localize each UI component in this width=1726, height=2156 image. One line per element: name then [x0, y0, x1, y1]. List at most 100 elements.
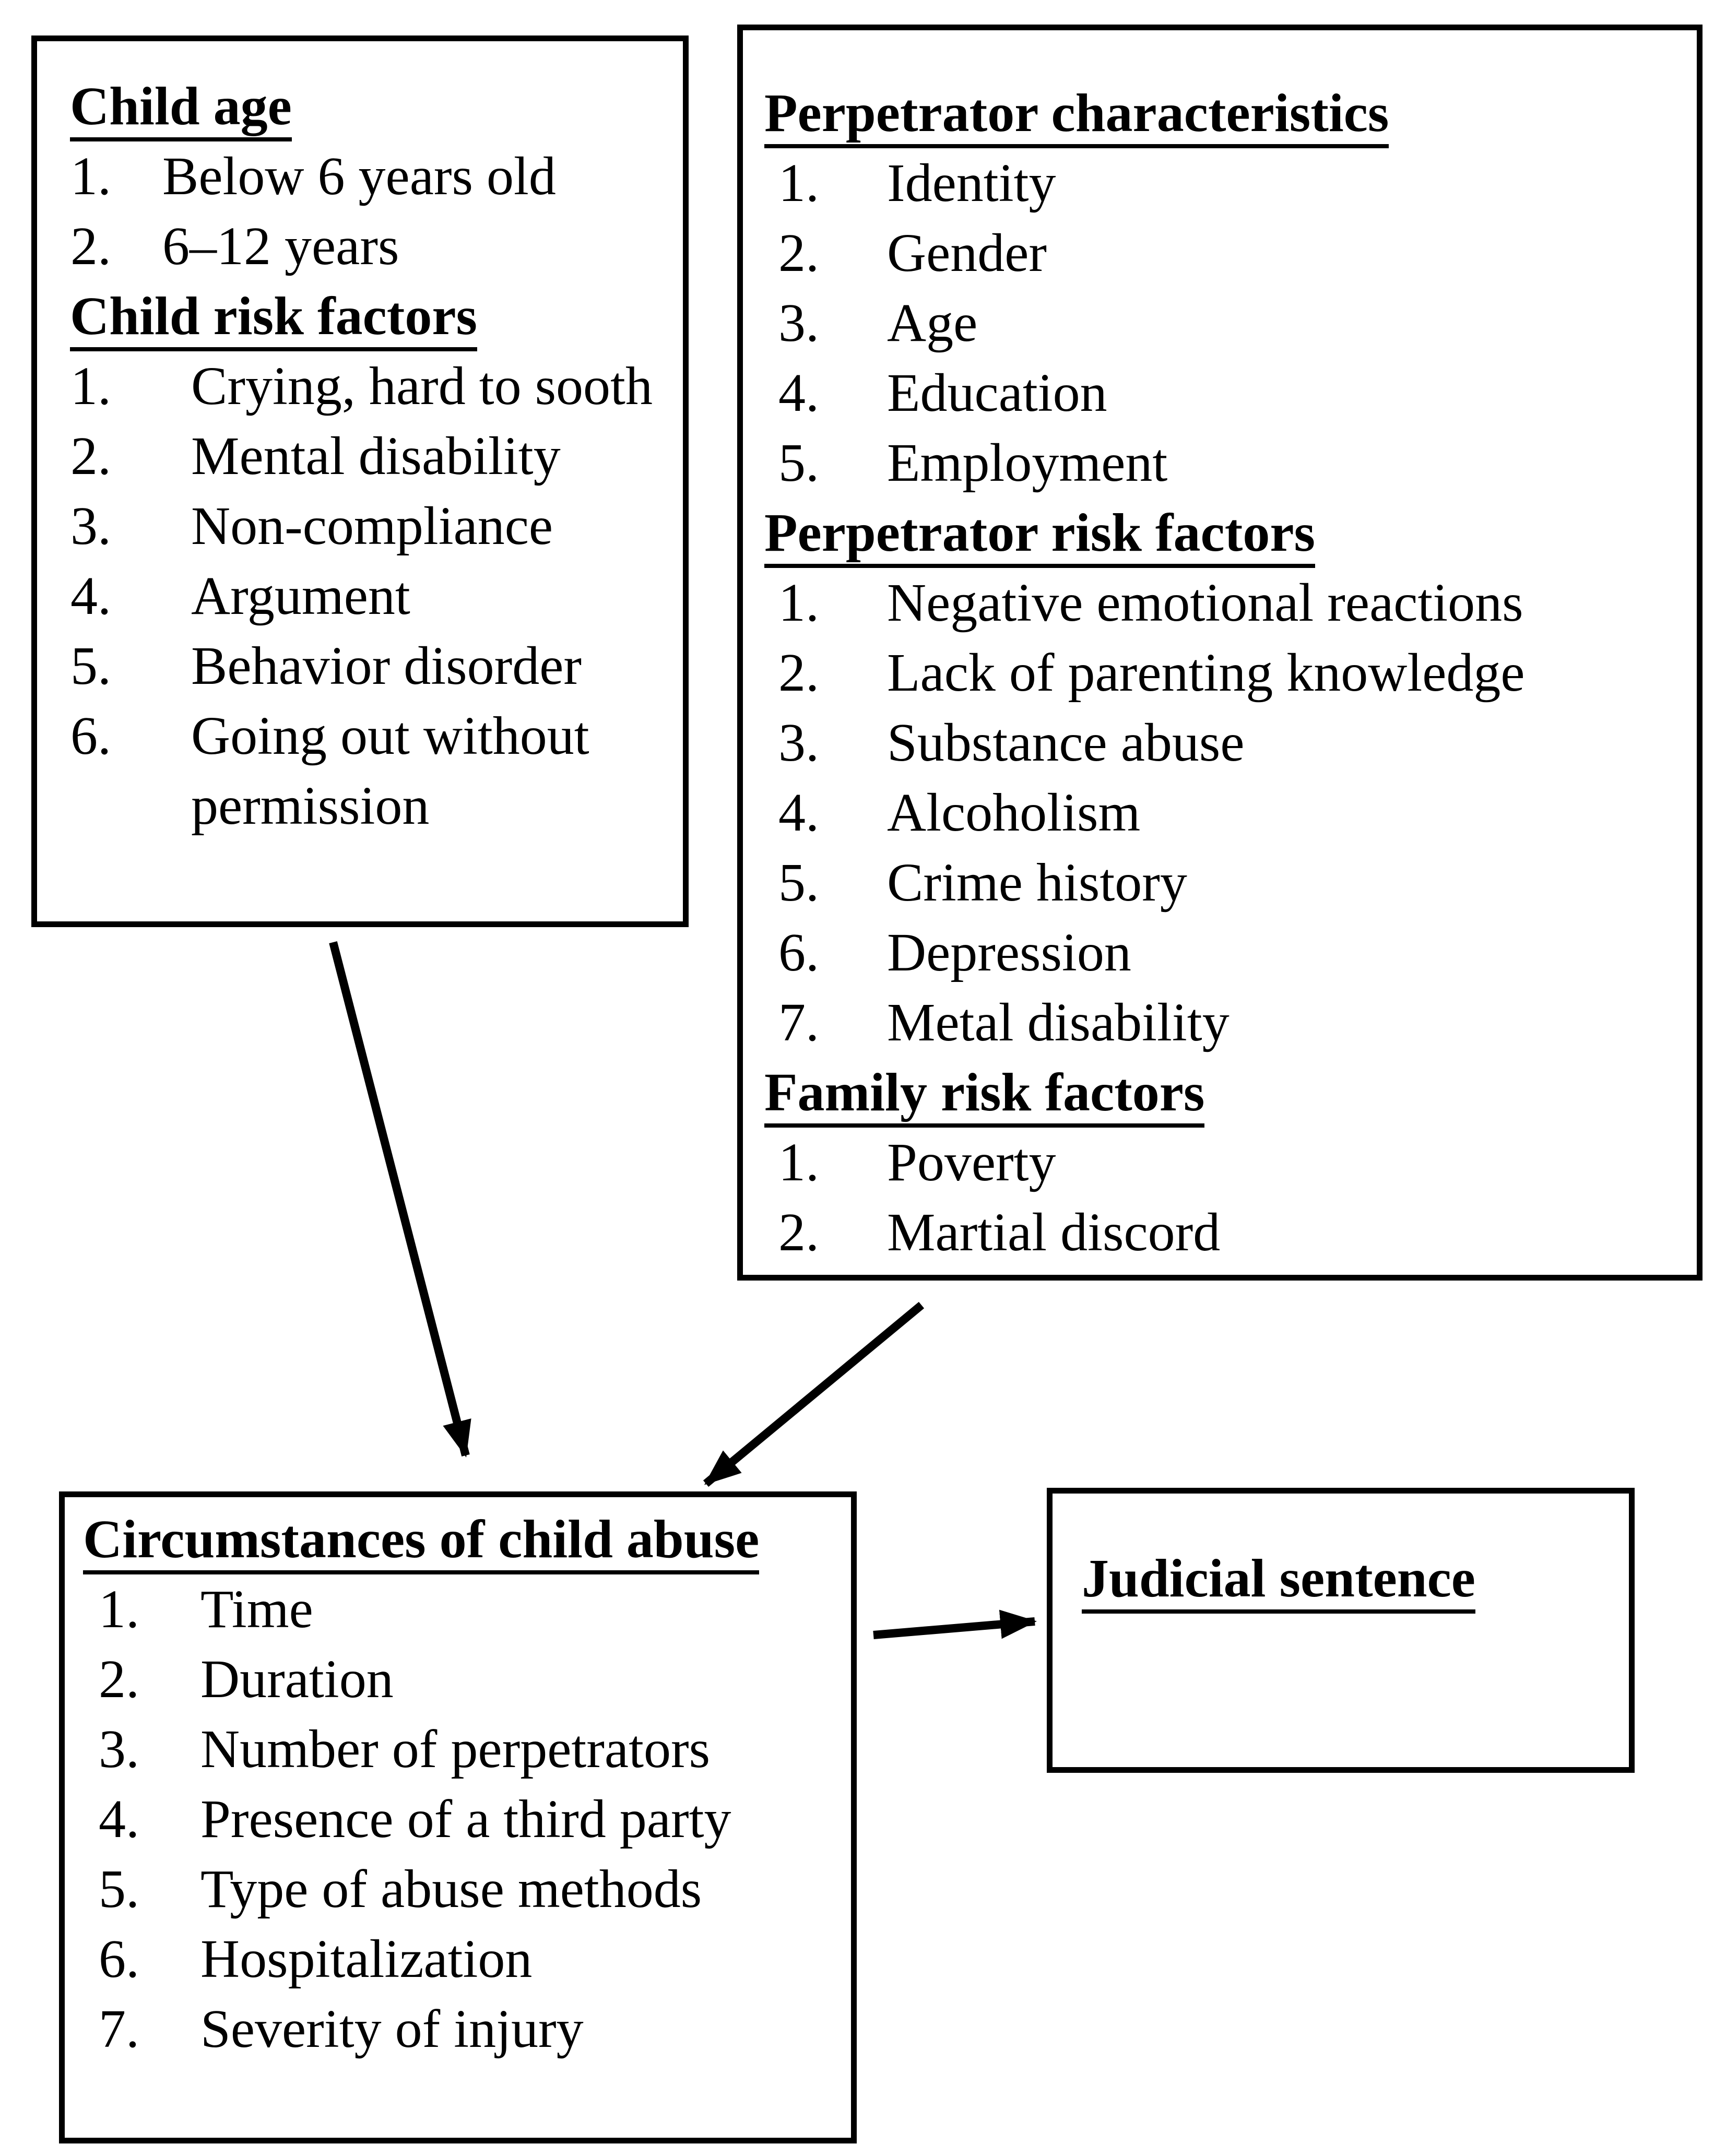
item-label: Employment — [887, 433, 1168, 493]
item-label: Age — [887, 293, 978, 353]
box-judicial-sections: Judicial sentence — [1053, 1544, 1629, 1614]
item-label: Identity — [887, 153, 1056, 213]
item-label: 6–12 years — [162, 216, 399, 276]
list-item: 2. 6–12 years — [37, 211, 683, 281]
arrow-perpetrator-to-circumstances — [703, 1301, 925, 1487]
item-label: Mental disability — [191, 426, 561, 486]
item-number: 7. — [99, 1999, 139, 2059]
item-label: Metal disability — [887, 992, 1230, 1052]
item-number: 3. — [778, 713, 819, 773]
item-number: 4. — [778, 363, 819, 423]
list-item: 1. Below 6 years old — [37, 141, 683, 211]
item-number: 6. — [99, 1929, 139, 1989]
section: Judicial sentence — [1053, 1544, 1629, 1614]
list-item: 5. Type of abuse methods — [65, 1854, 851, 1924]
list-item: 2. Lack of parenting knowledge — [743, 638, 1697, 708]
section-heading: Child risk factors — [70, 281, 683, 351]
section: Circumstances of child abuse 1. Time 2. … — [65, 1505, 851, 2064]
item-number: 3. — [70, 496, 111, 556]
item-label: Gender — [887, 223, 1047, 283]
item-label: Poverty — [887, 1132, 1056, 1192]
item-number: 3. — [778, 293, 819, 353]
item-number: 1. — [99, 1579, 139, 1639]
item-label: Alcoholism — [887, 783, 1141, 843]
item-number: 4. — [70, 566, 111, 626]
arrow-child-to-circumstances — [329, 941, 471, 1458]
list-item: 4. Presence of a third party — [65, 1784, 851, 1854]
section-heading: Family risk factors — [764, 1058, 1697, 1128]
item-number: 6. — [778, 922, 819, 982]
item-label: Crime history — [887, 852, 1187, 913]
item-number: 1. — [778, 153, 819, 213]
box-judicial-sentence: Judicial sentence — [1047, 1488, 1635, 1773]
list-item: 3. Age — [743, 288, 1697, 358]
list-item: 1. Crying, hard to sooth — [37, 351, 683, 421]
section: Family risk factors 1. Poverty 2. Martia… — [743, 1058, 1697, 1267]
item-label: Crying, hard to sooth — [191, 356, 653, 416]
item-number: 5. — [70, 636, 111, 696]
list-item: 6. Depression — [743, 918, 1697, 988]
item-label: Below 6 years old — [162, 146, 556, 206]
item-number: 4. — [99, 1789, 139, 1849]
item-label: Lack of parenting knowledge — [887, 643, 1525, 703]
box-perpetrator-factors: Perpetrator characteristics 1. Identity … — [737, 25, 1703, 1281]
item-number: 2. — [778, 643, 819, 703]
item-label: Time — [200, 1579, 313, 1639]
item-number: 1. — [778, 573, 819, 633]
item-label: Non-compliance — [191, 496, 553, 556]
box-child-factors: Child age 1. Below 6 years old 2. 6–12 y… — [31, 35, 689, 927]
item-label: Presence of a third party — [200, 1789, 731, 1849]
item-number: 2. — [778, 1202, 819, 1262]
item-label: Martial discord — [887, 1202, 1221, 1262]
list-item: 5. Behavior disorder — [37, 631, 683, 701]
list-item: 1. Time — [65, 1574, 851, 1644]
item-label: Duration — [200, 1649, 394, 1709]
item-label: Depression — [887, 922, 1131, 982]
item-label: Behavior disorder — [191, 636, 582, 696]
list-item: 4. Education — [743, 358, 1697, 428]
item-label: Type of abuse methods — [200, 1859, 702, 1919]
item-number: 3. — [99, 1719, 139, 1779]
list-item: 1. Negative emotional reactions — [743, 568, 1697, 638]
section: Child risk factors 1. Crying, hard to so… — [37, 281, 683, 841]
item-number: 2. — [778, 223, 819, 283]
item-number: 1. — [70, 146, 111, 206]
section: Child age 1. Below 6 years old 2. 6–12 y… — [37, 72, 683, 281]
list-item: 1. Poverty — [743, 1128, 1697, 1198]
list-item: 6. Going out without permission — [37, 701, 683, 841]
list-item: 2. Mental disability — [37, 421, 683, 491]
list-item: 4. Alcoholism — [743, 778, 1697, 848]
box-circumstances-sections: Circumstances of child abuse 1. Time 2. … — [65, 1505, 851, 2064]
list-item: 6. Hospitalization — [65, 1924, 851, 1994]
arrow-circumstances-to-judicial — [873, 1609, 1037, 1639]
section: Perpetrator characteristics 1. Identity … — [743, 78, 1697, 498]
list-item: 5. Crime history — [743, 848, 1697, 918]
list-item: 3. Number of perpetrators — [65, 1714, 851, 1784]
item-label: Substance abuse — [887, 713, 1245, 773]
item-number: 2. — [70, 216, 111, 276]
item-label: Education — [887, 363, 1107, 423]
item-label: Negative emotional reactions — [887, 573, 1523, 633]
list-item: 2. Duration — [65, 1644, 851, 1714]
item-number: 5. — [778, 852, 819, 913]
item-label: Going out without permission — [191, 706, 589, 836]
item-label: Hospitalization — [200, 1929, 533, 1989]
list-item: 2. Gender — [743, 218, 1697, 288]
list-item: 7. Severity of injury — [65, 1994, 851, 2064]
section-heading: Judicial sentence — [1082, 1544, 1629, 1614]
item-number: 2. — [99, 1649, 139, 1709]
section-heading: Circumstances of child abuse — [83, 1505, 851, 1574]
item-number: 1. — [778, 1132, 819, 1192]
list-item: 3. Substance abuse — [743, 708, 1697, 778]
section-heading: Child age — [70, 72, 683, 141]
item-label: Argument — [191, 566, 410, 626]
item-number: 1. — [70, 356, 111, 416]
list-item: 5. Employment — [743, 428, 1697, 498]
section-heading: Perpetrator risk factors — [764, 498, 1697, 568]
section: Perpetrator risk factors 1. Negative emo… — [743, 498, 1697, 1058]
item-number: 5. — [778, 433, 819, 493]
box-child-sections: Child age 1. Below 6 years old 2. 6–12 y… — [37, 72, 683, 841]
item-number: 6. — [70, 706, 111, 766]
list-item: 3. Non-compliance — [37, 491, 683, 561]
